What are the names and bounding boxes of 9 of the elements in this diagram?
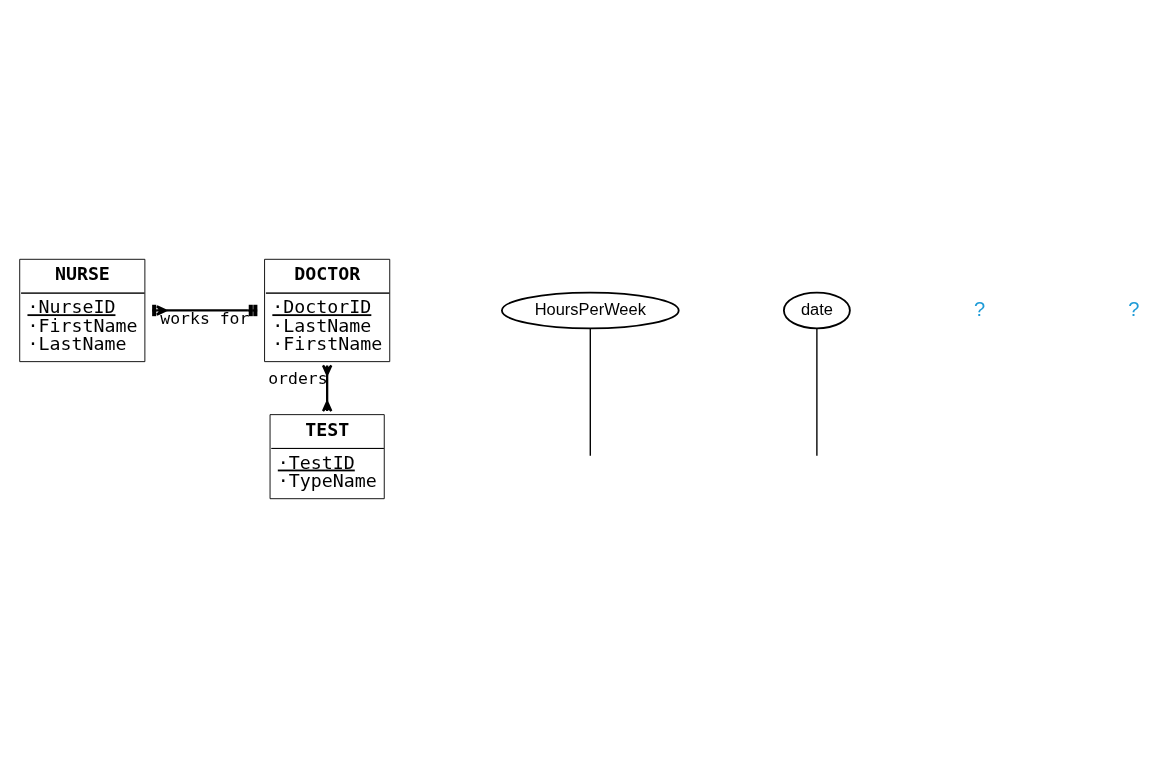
label: ? — [973, 297, 986, 320]
node-ellipse: HoursPerWeek — [501, 291, 680, 330]
connector — [589, 328, 591, 457]
edge-label: works for — [160, 308, 250, 328]
connector — [816, 328, 818, 457]
node-ellipse: date — [782, 291, 851, 330]
label: ? — [1128, 297, 1140, 320]
edge-label: orders — [268, 368, 328, 388]
connector — [321, 364, 333, 413]
